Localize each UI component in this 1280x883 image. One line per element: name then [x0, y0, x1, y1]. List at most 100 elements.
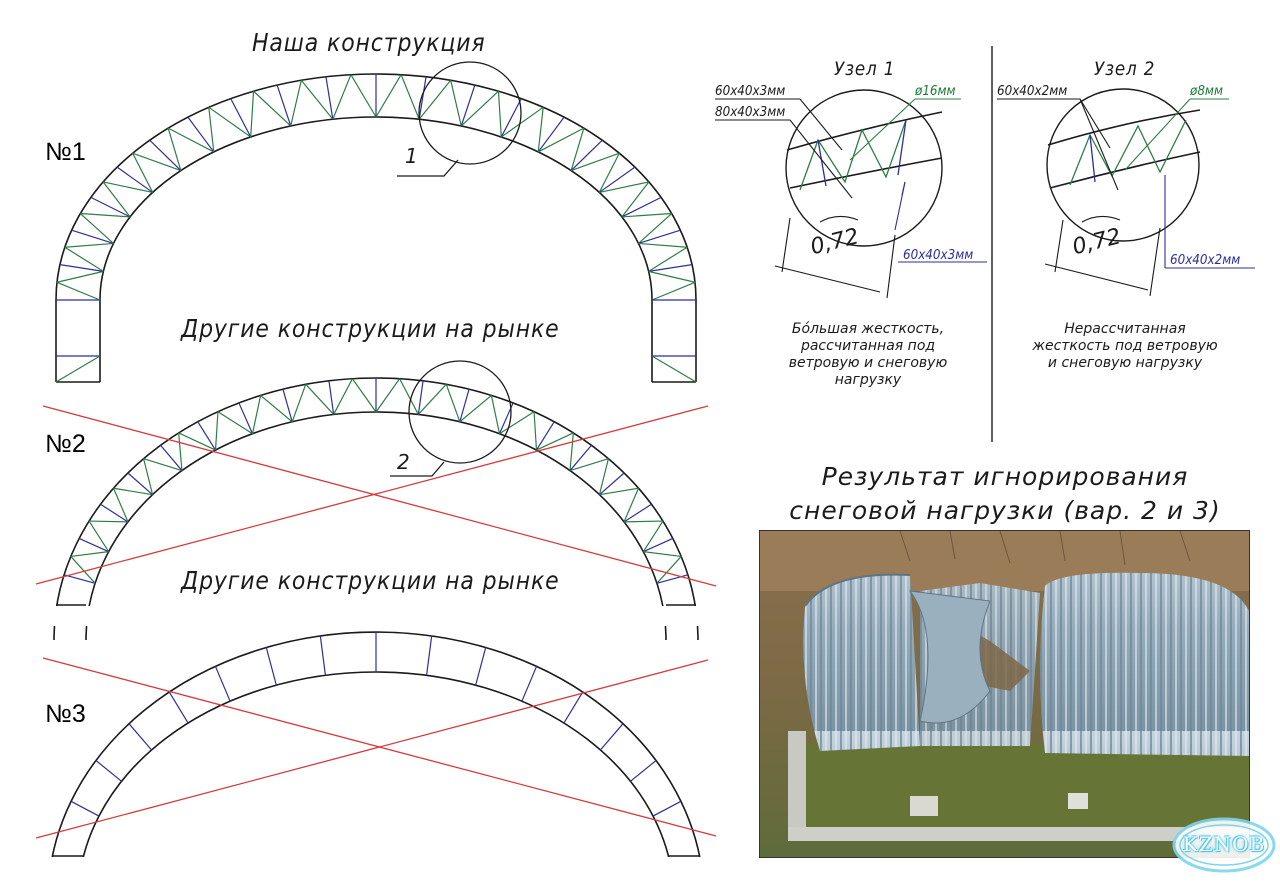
arch1-lattice — [570, 152, 620, 172]
arch2-post — [100, 503, 129, 523]
arch2-lattice — [251, 395, 262, 434]
arch2-mask — [0, 606, 740, 626]
node1-post-leader — [901, 181, 906, 196]
arch1-post — [59, 264, 104, 272]
arch2-post — [63, 574, 96, 584]
arch1-lattice — [208, 106, 252, 138]
arch1-lattice — [56, 270, 104, 283]
arch1-lattice — [537, 107, 544, 153]
arch2-post — [328, 380, 335, 415]
arch1-post — [187, 116, 215, 153]
arch1-lattice — [651, 281, 696, 301]
arch2-lattice — [490, 395, 501, 434]
arch2-lattice — [599, 487, 639, 496]
arch3-post — [630, 760, 657, 782]
watermark-text: KZNOB — [1182, 832, 1266, 856]
node1-post — [897, 119, 907, 176]
arch1-inner-chord — [99, 116, 653, 301]
arch2-outer-chord — [53, 377, 699, 641]
arch1-lattice — [598, 152, 620, 193]
arch2-post — [78, 537, 109, 553]
arch3-post — [652, 800, 682, 817]
node2-rod-leader — [1124, 98, 1191, 171]
collapsed-greenhouse-photo — [759, 530, 1250, 858]
arch3-post — [475, 647, 487, 686]
node1-inner-profile: 80х40х3мм — [715, 105, 786, 120]
arch1-lattice — [208, 107, 215, 153]
arch1-leg-lattice — [651, 355, 697, 383]
kznob-watermark: KZNOB — [1172, 816, 1276, 874]
callout-number-2: 2 — [397, 450, 410, 474]
arch1-post — [276, 84, 292, 127]
node1-dimension-line — [774, 265, 881, 293]
node1-dimension-ext — [886, 234, 896, 299]
arch3-post — [214, 666, 231, 702]
arch1-lattice — [375, 74, 402, 118]
node1-rod: ø16мм — [915, 84, 956, 99]
node1-dimension-ext — [781, 217, 791, 273]
arch1-lattice — [350, 74, 377, 118]
arch2-lattice — [89, 520, 128, 523]
arch1-lattice — [167, 127, 215, 153]
node1-inner-chord — [789, 157, 943, 189]
arch2-lattice — [70, 556, 96, 584]
scheme-title-3: Другие конструкции на рынке — [181, 566, 560, 595]
arch3-post — [563, 691, 584, 724]
arch2-lattice — [417, 383, 447, 415]
arch2-lattice — [291, 384, 307, 422]
arch1-callout-leader — [397, 159, 459, 177]
node1-title: Узел 1 — [834, 58, 896, 80]
node2-post: 60х40х2мм — [1170, 253, 1241, 268]
arch1-lattice — [253, 90, 292, 127]
arch3-post — [70, 800, 100, 817]
node1-post: 60х40х3мм — [903, 248, 974, 263]
arch2-lattice — [113, 487, 153, 496]
arch1-post — [537, 116, 565, 153]
arch2-post — [459, 389, 470, 422]
arch2-post — [417, 380, 424, 415]
arch1-post — [621, 196, 662, 218]
arch3-cross-line — [35, 659, 709, 839]
arch3-post — [521, 666, 538, 702]
arch2-cross-line — [35, 405, 709, 585]
result-title-line2: снеговой нагрузки (вар. 2 и 3) — [789, 496, 1221, 525]
arch2-lattice — [459, 394, 492, 423]
arch2-lattice — [143, 458, 154, 495]
arch1-lattice — [80, 212, 131, 218]
arch1-lattice — [621, 212, 672, 218]
arch3-post — [265, 647, 277, 686]
arch1-post — [325, 76, 334, 120]
arch3-mask — [0, 857, 740, 879]
scheme-number-3: №3 — [45, 700, 86, 728]
arch2-lattice — [70, 551, 109, 558]
node2-chord-profile: 60х40х2мм — [997, 84, 1068, 99]
callout-number-1: 1 — [405, 144, 418, 168]
node1-dimension-arc — [819, 215, 859, 223]
node1-post — [817, 139, 827, 187]
arch2-post — [127, 472, 153, 496]
arch1-post — [90, 196, 131, 218]
arch1-lattice — [621, 181, 650, 218]
arch1-lattice — [102, 181, 131, 218]
node2-outer-chord — [1047, 109, 1201, 146]
arch1-lattice — [599, 181, 649, 194]
arch1-lattice — [648, 270, 696, 283]
arch1-post — [598, 166, 636, 193]
arch2-lattice — [260, 394, 293, 423]
arch1-lattice — [648, 246, 688, 272]
arch2-post — [238, 402, 254, 434]
arch1-lattice — [460, 90, 499, 127]
arch1-lattice — [132, 152, 182, 172]
arch2-lattice — [533, 411, 538, 451]
arch1-lattice — [570, 127, 585, 171]
arch2-lattice — [642, 520, 664, 552]
arch1-lattice — [79, 213, 114, 244]
arch1-lattice — [167, 127, 182, 171]
arch1-lattice — [132, 152, 154, 193]
arch1-lattice — [497, 91, 502, 137]
node2-rod: ø8мм — [1190, 84, 1223, 99]
arch2-lattice — [624, 520, 663, 523]
node2-dimension-line — [1044, 263, 1149, 291]
arch3-post — [168, 691, 189, 724]
